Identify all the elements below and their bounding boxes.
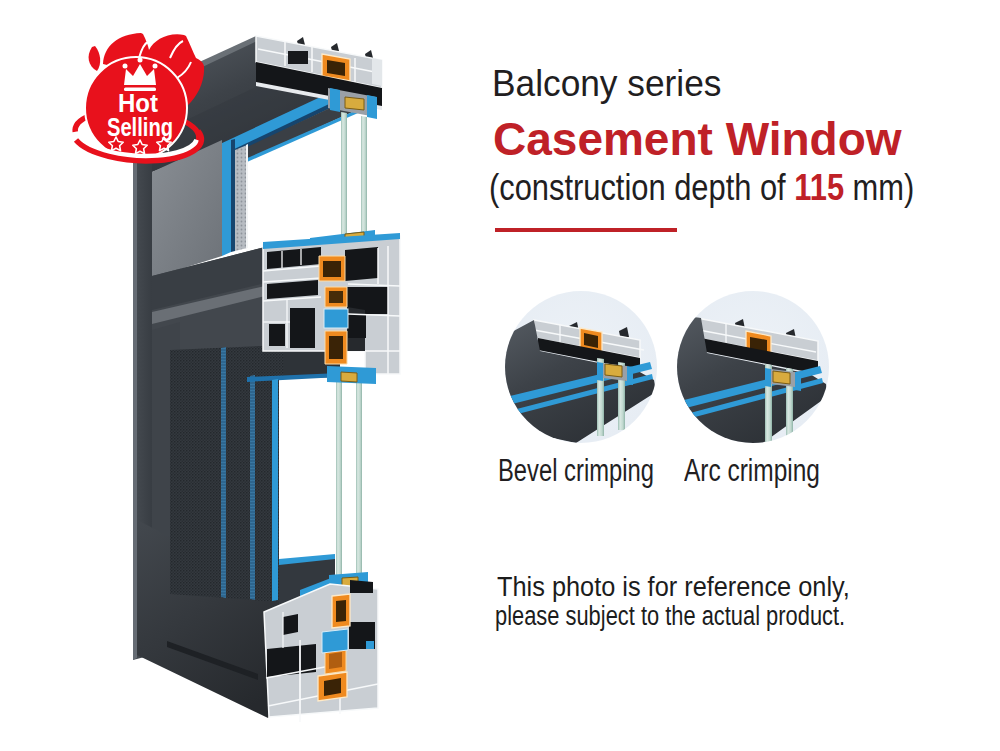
svg-text:Selling: Selling bbox=[107, 113, 173, 141]
